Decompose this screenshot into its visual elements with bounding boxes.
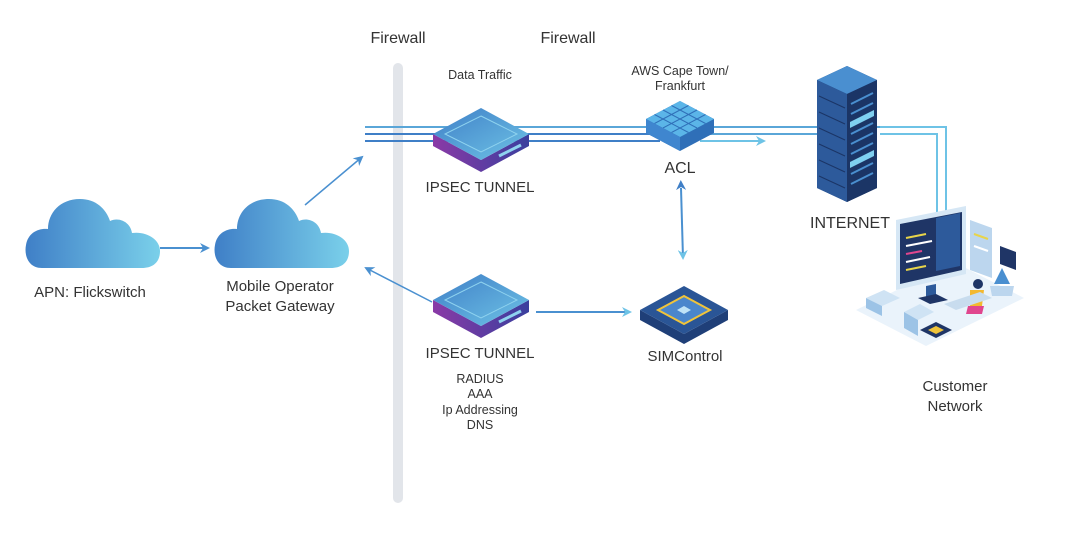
acl-caption-line2: Frankfurt (654, 79, 705, 93)
internet-to-customer-line-2 (880, 133, 938, 215)
cube-grid-icon (646, 101, 714, 151)
customer-label-line1: Customer (922, 378, 988, 395)
gateway-to-tunnel-arrow (304, 155, 364, 206)
service-aaa: AAA (467, 387, 493, 401)
service-ip-addressing: Ip Addressing (442, 403, 518, 417)
acl-simcontrol-bidirectional-arrow (676, 180, 688, 260)
internet-to-customer-line (880, 126, 947, 215)
ipsec-tunnel-bottom-label: IPSEC TUNNEL (425, 345, 535, 362)
service-dns: DNS (466, 418, 494, 432)
simcontrol-label: SIMControl (647, 348, 723, 365)
firewall-label-right: Firewall (540, 30, 596, 47)
gateway-label-line2: Packet Gateway (225, 298, 335, 315)
customer-label-line2: Network (927, 398, 983, 415)
service-radius: RADIUS (456, 372, 504, 386)
server-rack-icon (817, 66, 877, 202)
workstation-icon (856, 206, 1024, 346)
router-icon (433, 108, 529, 172)
acl-caption-line1: AWS Cape Town/ (631, 64, 729, 78)
chip-icon (640, 286, 728, 344)
router-icon (433, 274, 529, 338)
tunnel-to-gateway-arrow (364, 267, 433, 303)
apn-label: APN: Flickswitch (34, 284, 146, 301)
gateway-label-line1: Mobile Operator (226, 278, 334, 295)
acl-label: ACL (664, 160, 696, 177)
ipsec-tunnel-top-label: IPSEC TUNNEL (425, 179, 535, 196)
firewall-label-left: Firewall (370, 30, 426, 47)
cloud-icon (25, 199, 161, 268)
cloud-icon (214, 199, 349, 268)
data-traffic-caption: Data Traffic (448, 68, 512, 82)
internet-label: INTERNET (810, 215, 890, 232)
